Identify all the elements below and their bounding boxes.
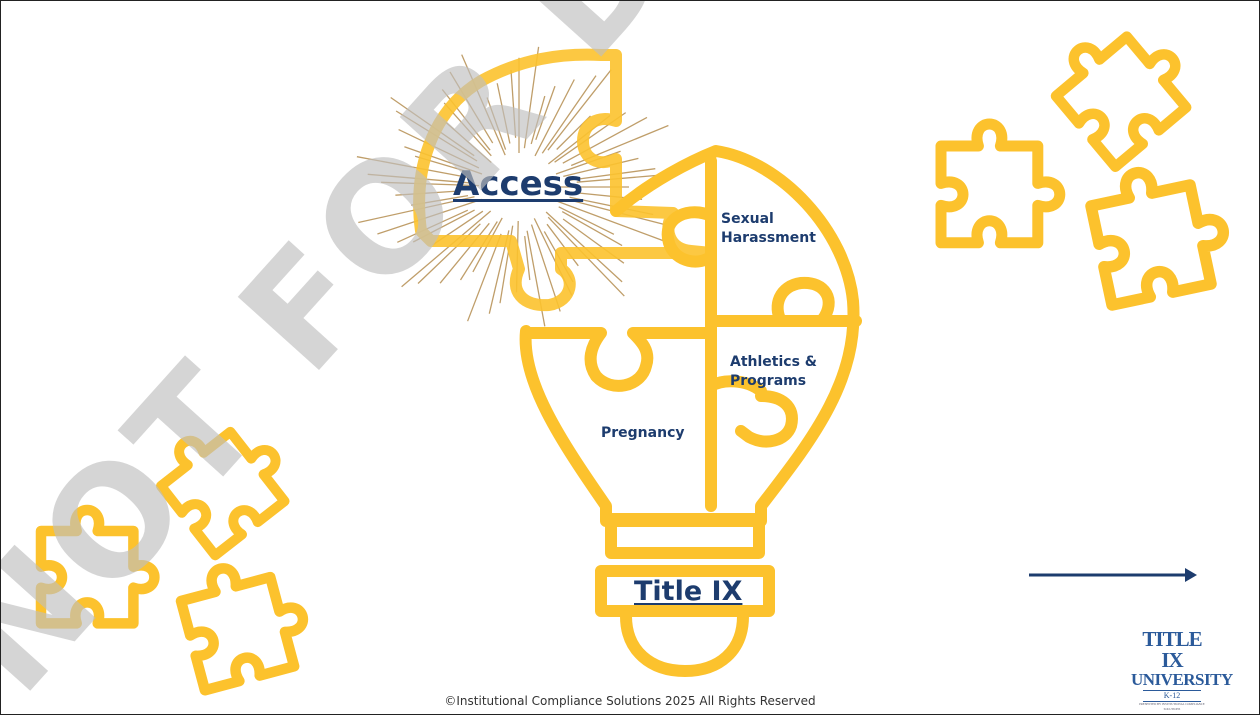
ray-line: [404, 146, 483, 175]
ray-line: [535, 85, 556, 141]
ray-line: [397, 209, 469, 243]
ray-line: [555, 199, 672, 245]
logo-line-4: PRESENTED BY INSTITUTIONAL COMPLIANCE SO…: [1139, 702, 1205, 711]
ray-line: [562, 116, 648, 164]
ray-line: [496, 83, 511, 144]
ray-line: [534, 79, 575, 157]
athletics-line-1: Athletics &: [730, 354, 817, 370]
athletics-line-2: Programs: [730, 373, 807, 389]
ray-line: [417, 223, 481, 284]
ray-line: [398, 129, 480, 169]
ray-line: [381, 181, 480, 187]
arrow-right-icon: [1029, 568, 1197, 582]
copyright-footer: ©Institutional Compliance Solutions 2025…: [444, 694, 816, 708]
ray-line: [466, 233, 502, 322]
ray-line: [510, 69, 517, 138]
ray-line: [356, 156, 469, 179]
lightbulb-icon: [413, 48, 862, 677]
logo-line-2: UNIVERSITY: [1131, 670, 1233, 689]
ray-line: [449, 71, 494, 144]
ray-line: [530, 95, 546, 145]
sexual-harassment-label: Sexual Harassment: [721, 210, 816, 248]
logo-line-3: K-12: [1143, 690, 1201, 702]
title-ix-university-logo: TITLE IX UNIVERSITY K-12 PRESENTED BY IN…: [1131, 627, 1233, 712]
title-ix-label: Title IX: [634, 576, 743, 607]
ray-line: [545, 211, 623, 283]
ray-line: [558, 206, 615, 235]
ray-line: [561, 211, 623, 247]
access-piece-label: Access: [453, 164, 584, 204]
ray-line: [395, 190, 462, 196]
pregnancy-label: Pregnancy: [601, 425, 685, 441]
logo-line-1: TITLE IX: [1142, 627, 1202, 672]
ray-line: [486, 97, 507, 150]
ray-line: [377, 198, 482, 235]
sexual-harassment-line-1: Sexual: [721, 211, 774, 227]
ray-line: [439, 222, 490, 284]
ray-line: [541, 75, 597, 154]
sexual-harassment-line-2: Harassment: [721, 230, 816, 246]
ray-line: [524, 236, 531, 281]
ray-line: [459, 221, 498, 281]
ray-line: [461, 54, 506, 156]
ray-line: [401, 210, 492, 288]
ray-line: [547, 69, 612, 151]
athletics-programs-label: Athletics & Programs: [730, 353, 817, 391]
ray-line: [442, 119, 492, 163]
